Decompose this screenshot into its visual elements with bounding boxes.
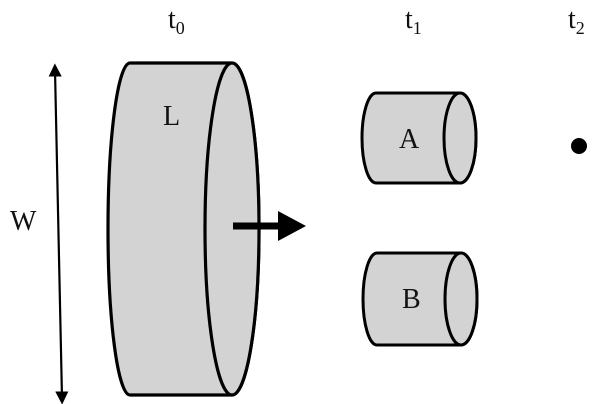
time-label-t1: t1 [405, 4, 422, 38]
time-label-t0: t0 [168, 4, 185, 38]
width-double-arrow [48, 63, 69, 404]
cylinder-b: B [361, 251, 479, 347]
point-dot [571, 138, 587, 154]
cylinder-a-label: A [399, 124, 420, 155]
large-disk-l: L [106, 61, 261, 397]
large-disk-label: L [163, 101, 180, 132]
cylinder-a: A [360, 91, 478, 185]
width-label: W [10, 206, 37, 237]
cylinder-b-face [443, 251, 479, 347]
cylinder-b-label: B [402, 284, 421, 315]
split-arrow [233, 211, 306, 241]
time-label-t2: t2 [568, 4, 585, 38]
cylinder-a-face [442, 91, 478, 185]
